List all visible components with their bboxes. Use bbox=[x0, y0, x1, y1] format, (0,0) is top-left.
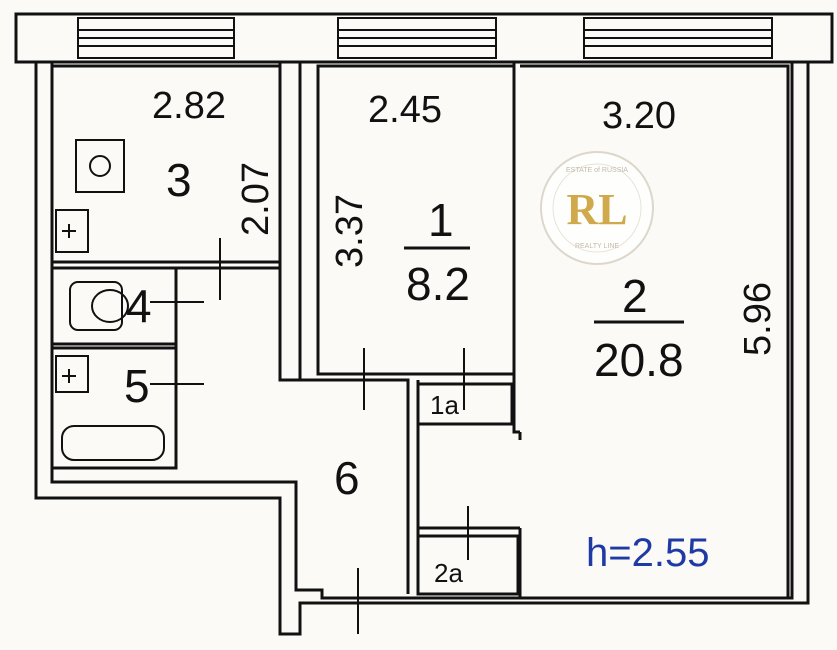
room-3-length: 2.07 bbox=[235, 162, 277, 236]
logo-monogram: RL bbox=[566, 185, 627, 234]
fixtures bbox=[55, 139, 165, 461]
room-1-length: 3.37 bbox=[329, 194, 371, 268]
logo-ring bbox=[540, 151, 654, 265]
room-2-length: 5.96 bbox=[737, 282, 779, 356]
realty-logo: ESTATE of RUSSIA RL REALTY LINE bbox=[540, 151, 654, 265]
outer-top-wall bbox=[14, 12, 834, 64]
sink-icon bbox=[55, 209, 89, 253]
logo-top-text: ESTATE of RUSSIA bbox=[566, 167, 628, 174]
room-1-area: 8.2 bbox=[406, 258, 470, 310]
wall-1-2 bbox=[512, 62, 520, 434]
room-4-number: 4 bbox=[126, 280, 152, 332]
stove-burner-icon bbox=[89, 155, 111, 177]
room-6-number: 6 bbox=[334, 452, 360, 504]
room-5-number: 5 bbox=[124, 360, 150, 412]
room-2-number: 2 bbox=[622, 270, 648, 322]
room-2-outline bbox=[518, 64, 790, 600]
room-2-width: 3.20 bbox=[602, 95, 676, 137]
room-1-width: 2.45 bbox=[368, 89, 442, 131]
washbasin-icon bbox=[55, 355, 89, 393]
ceiling-height: h=2.55 bbox=[586, 531, 709, 575]
door-marks bbox=[150, 238, 469, 634]
outer-inner-outline bbox=[50, 62, 794, 600]
bathtub-icon bbox=[61, 425, 165, 461]
outer-left-wall bbox=[34, 62, 810, 636]
closet-1a-label: 1a bbox=[430, 390, 459, 420]
closet-2a-label: 2a bbox=[434, 558, 463, 588]
toilet-icon bbox=[69, 281, 123, 331]
room-2-area: 20.8 bbox=[594, 334, 684, 386]
stove-icon bbox=[75, 139, 125, 193]
logo-inner-ring bbox=[552, 163, 642, 253]
room-3-width: 2.82 bbox=[152, 85, 226, 127]
corridor-right bbox=[280, 378, 410, 594]
wall-3-1 bbox=[278, 62, 302, 382]
room-3-number: 3 bbox=[166, 154, 192, 206]
windows bbox=[77, 17, 773, 59]
room-5-outline bbox=[50, 346, 178, 470]
room-1-number: 1 bbox=[428, 194, 454, 246]
toilet-seat-icon bbox=[91, 289, 129, 323]
walls bbox=[14, 12, 834, 636]
logo-bottom-text: REALTY LINE bbox=[575, 243, 619, 250]
